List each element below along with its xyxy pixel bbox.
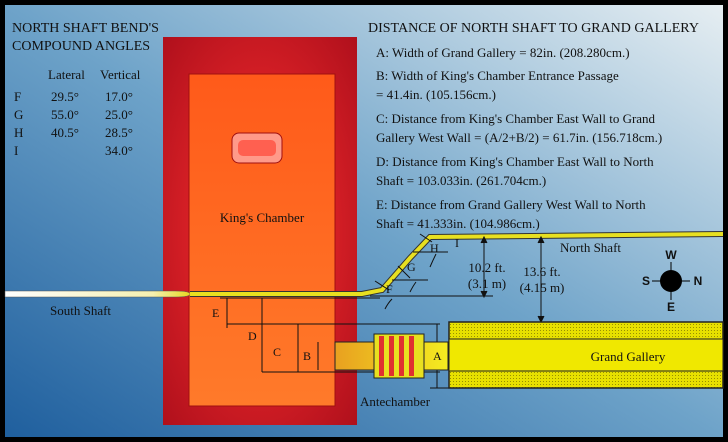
lateral-value: 55.0°: [51, 107, 79, 122]
antechamber-label: Antechamber: [360, 394, 431, 409]
south-shaft-label: South Shaft: [50, 303, 111, 318]
label-B: B: [303, 349, 311, 363]
label-D: D: [248, 329, 257, 343]
dim1-meters: (3.1 m): [468, 276, 506, 291]
distance-line: Shaft = 103.033in. (261.704cm.): [376, 173, 546, 188]
label-C: C: [273, 345, 281, 359]
compass-south: S: [642, 274, 650, 288]
distance-line: B: Width of King's Chamber Entrance Pass…: [376, 68, 619, 83]
distance-line: C: Distance from King's Chamber East Wal…: [376, 111, 656, 126]
compass-icon: W S N E: [642, 248, 702, 314]
row-label: F: [14, 89, 21, 104]
lateral-value: 40.5°: [51, 125, 79, 140]
distances-title: DISTANCE OF NORTH SHAFT TO GRAND GALLERY: [368, 21, 699, 36]
label-E: E: [212, 306, 219, 320]
distance-line: Gallery West Wall = (A/2+B/2) = 61.7in. …: [376, 130, 662, 145]
kings-chamber-label: King's Chamber: [220, 210, 305, 225]
dim1-feet: 10.2 ft.: [468, 260, 505, 275]
label-I: I: [455, 236, 459, 250]
angles-title-1: NORTH SHAFT BEND'S: [12, 21, 159, 36]
vertical-value: 17.0°: [105, 89, 133, 104]
label-F: F: [386, 282, 393, 296]
grand-gallery-floor: [448, 338, 724, 372]
vertical-header: Vertical: [100, 67, 141, 82]
vertical-value: 34.0°: [105, 143, 133, 158]
lateral-header: Lateral: [48, 67, 85, 82]
compass-east: E: [667, 300, 675, 314]
row-label: G: [14, 107, 23, 122]
distance-line: = 41.4in. (105.156cm.): [376, 87, 496, 102]
antechamber-granite-leaves: [379, 336, 414, 376]
vertical-value: 25.0°: [105, 107, 133, 122]
angles-title-2: COMPOUND ANGLES: [12, 39, 150, 54]
row-label: H: [14, 125, 23, 140]
south-shaft: [4, 290, 191, 298]
compound-angles-table: NORTH SHAFT BEND'S COMPOUND ANGLES Later…: [12, 21, 159, 158]
north-shaft-label: North Shaft: [560, 240, 621, 255]
distance-line: D: Distance from King's Chamber East Wal…: [376, 154, 654, 169]
lateral-value: 29.5°: [51, 89, 79, 104]
grand-gallery-label: Grand Gallery: [591, 349, 666, 364]
distance-line: Shaft = 41.333in. (104.986cm.): [376, 216, 540, 231]
dim2-feet: 13.6 ft.: [523, 264, 560, 279]
north-shaft: [190, 232, 724, 296]
dim2-meters: (4.15 m): [520, 280, 565, 295]
distance-line: A: Width of Grand Gallery = 82in. (208.2…: [376, 45, 630, 60]
compass-west: W: [665, 248, 677, 262]
angle-marks: [370, 233, 493, 310]
label-G: G: [407, 260, 416, 274]
row-label: I: [14, 143, 18, 158]
distances-text: DISTANCE OF NORTH SHAFT TO GRAND GALLERY…: [368, 21, 699, 231]
chamber-window-inner: [238, 140, 276, 156]
distance-line: E: Distance from Grand Gallery West Wall…: [376, 197, 646, 212]
vertical-value: 28.5°: [105, 125, 133, 140]
dimension-lines: [220, 235, 545, 389]
compass-north: N: [694, 274, 703, 288]
label-H: H: [430, 241, 439, 255]
label-A: A: [433, 349, 442, 363]
